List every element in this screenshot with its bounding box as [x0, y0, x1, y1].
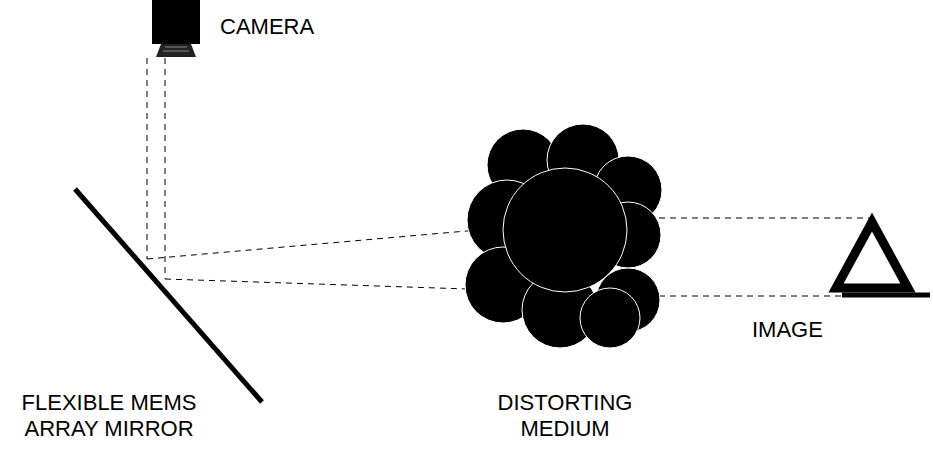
- image-label: IMAGE: [752, 317, 823, 343]
- mirror-label: FLEXIBLE MEMS ARRAY MIRROR: [0, 390, 218, 442]
- camera-lens: [156, 44, 196, 57]
- camera-label: CAMERA: [220, 14, 314, 40]
- lens-detail: [165, 47, 187, 48]
- medium-label: DISTORTING MEDIUM: [462, 390, 668, 442]
- lens-detail: [163, 51, 189, 52]
- distorting-cloud: [465, 124, 662, 348]
- mems-mirror: [75, 189, 262, 402]
- camera-body: [152, 0, 200, 44]
- image-triangle: [836, 222, 908, 288]
- image-base: [842, 293, 930, 298]
